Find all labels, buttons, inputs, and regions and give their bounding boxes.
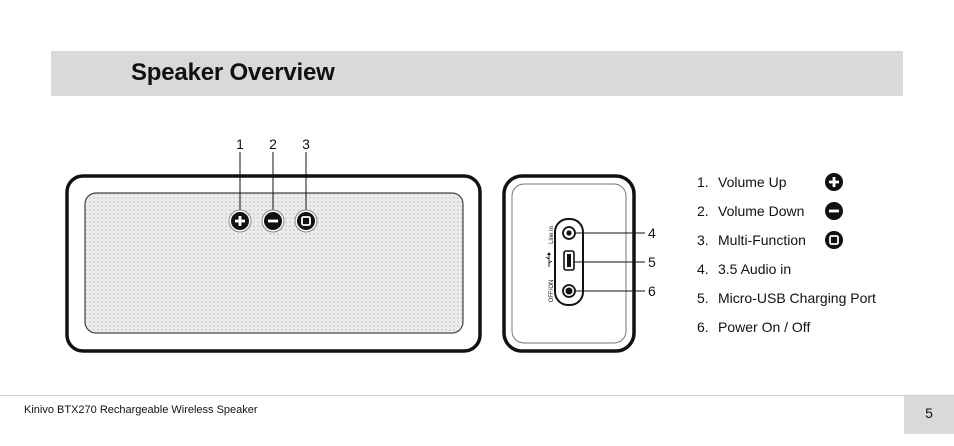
legend-item-audio-in: 4. 3.5 Audio in	[697, 257, 876, 286]
plus-circle-icon	[825, 173, 843, 191]
legend-label: Volume Down	[718, 203, 805, 219]
line-in-label: Line in	[549, 226, 555, 244]
callout-6: 6	[648, 283, 656, 299]
volume-up-button	[228, 209, 252, 233]
legend-item-volume-up: 1. Volume Up	[697, 170, 876, 199]
legend-item-volume-down: 2. Volume Down	[697, 199, 876, 228]
off-on-label: OFF/ON	[549, 280, 555, 303]
legend-number: 2.	[697, 203, 709, 219]
legend-number: 3.	[697, 232, 709, 248]
micro-usb-port	[563, 250, 575, 271]
legend-item-power: 6. Power On / Off	[697, 315, 876, 344]
legend-item-micro-usb: 5. Micro-USB Charging Port	[697, 286, 876, 315]
page-number: 5	[904, 396, 954, 434]
callout-2: 2	[269, 136, 277, 152]
callout-5: 5	[648, 254, 656, 270]
usb-icon	[545, 252, 553, 267]
power-switch	[562, 284, 576, 298]
speaker-side-view: Line in OFF/ON 4 5 6	[502, 174, 656, 353]
footer-divider	[0, 395, 954, 396]
volume-down-button	[261, 209, 285, 233]
legend-number: 5.	[697, 290, 709, 306]
multi-function-button	[294, 209, 318, 233]
legend-label: Power On / Off	[718, 319, 811, 335]
legend-item-multi-function: 3. Multi-Function	[697, 228, 876, 257]
legend-label: Multi-Function	[718, 232, 806, 248]
callout-3: 3	[302, 136, 310, 152]
callout-4: 4	[648, 225, 656, 241]
legend-label: Volume Up	[718, 174, 787, 190]
square-circle-icon	[825, 231, 843, 249]
footer-text: Kinivo BTX270 Rechargeable Wireless Spea…	[24, 404, 258, 416]
minus-circle-icon	[825, 202, 843, 220]
callout-1: 1	[236, 136, 244, 152]
legend-number: 6.	[697, 319, 709, 335]
legend-label: Micro-USB Charging Port	[718, 290, 876, 306]
speaker-front-view: 1 2 3	[65, 136, 482, 353]
page-title: Speaker Overview	[131, 59, 335, 86]
header-bar: Speaker Overview	[51, 51, 903, 96]
feature-legend: 1. Volume Up 2. Volume Down 3. Multi-Functi…	[697, 170, 876, 344]
audio-in-jack	[562, 226, 576, 240]
legend-number: 4.	[697, 261, 709, 277]
legend-label: 3.5 Audio in	[718, 261, 792, 277]
legend-number: 1.	[697, 174, 709, 190]
